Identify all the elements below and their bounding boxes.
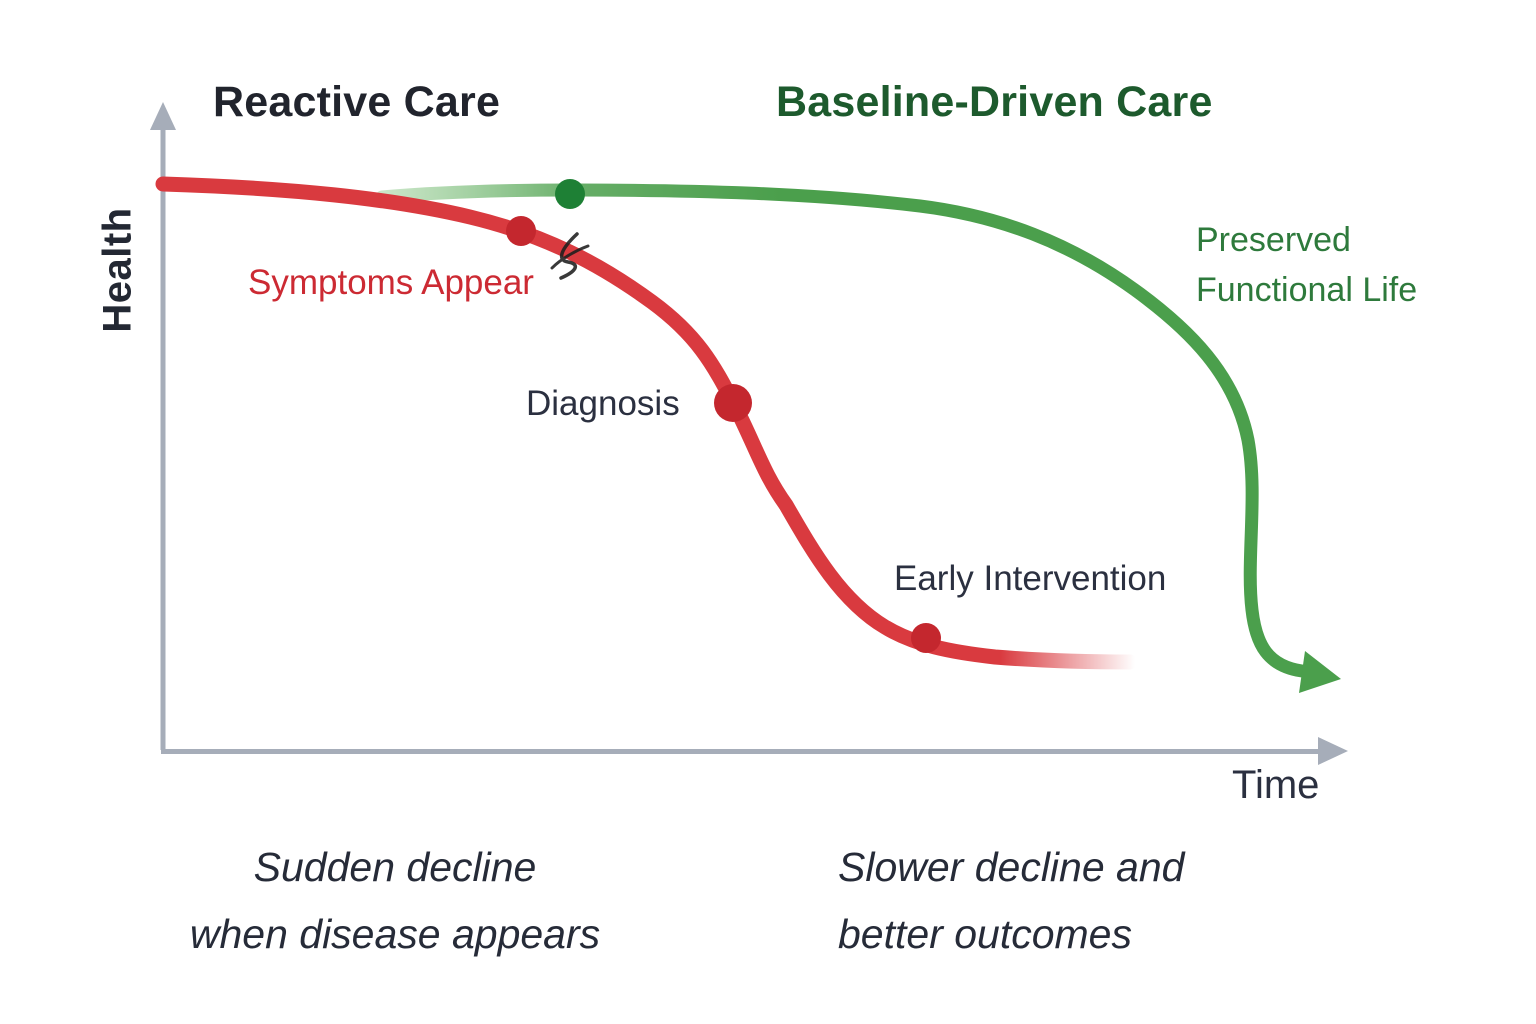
preserved-functional-life-label: Preserved Functional Life: [1196, 215, 1417, 315]
x-axis-label: Time: [1232, 763, 1320, 807]
baseline-caption: Slower decline and better outcomes: [838, 834, 1184, 968]
green-curve-arrowhead-icon: [1299, 651, 1341, 693]
symptoms-appear-dot: [506, 216, 536, 246]
baseline-caption-line1: Slower decline and: [838, 844, 1185, 890]
scribble-mark-icon: [550, 232, 590, 280]
diagnosis-dot: [714, 384, 752, 422]
baseline-caption-line2: better outcomes: [838, 911, 1132, 957]
preserved-line2: Functional Life: [1196, 271, 1418, 309]
diagnosis-label: Diagnosis: [526, 384, 680, 423]
y-axis-arrowhead-icon: [150, 102, 176, 130]
symptoms-appear-label: Symptoms Appear: [248, 263, 534, 302]
x-axis-arrowhead-icon: [1318, 737, 1348, 765]
y-axis-label: Health: [95, 207, 140, 333]
baseline-monitoring-dot: [555, 179, 585, 209]
early-intervention-dot: [911, 623, 941, 653]
early-intervention-label: Early Intervention: [894, 559, 1167, 598]
baseline-driven-care-title: Baseline-Driven Care: [776, 78, 1213, 126]
reactive-caption-line1: Sudden decline: [253, 844, 537, 890]
preserved-line1: Preserved: [1196, 221, 1351, 259]
reactive-care-title: Reactive Care: [213, 78, 501, 126]
reactive-caption-line2: when disease appears: [189, 911, 601, 957]
reactive-caption: Sudden decline when disease appears: [190, 834, 600, 968]
